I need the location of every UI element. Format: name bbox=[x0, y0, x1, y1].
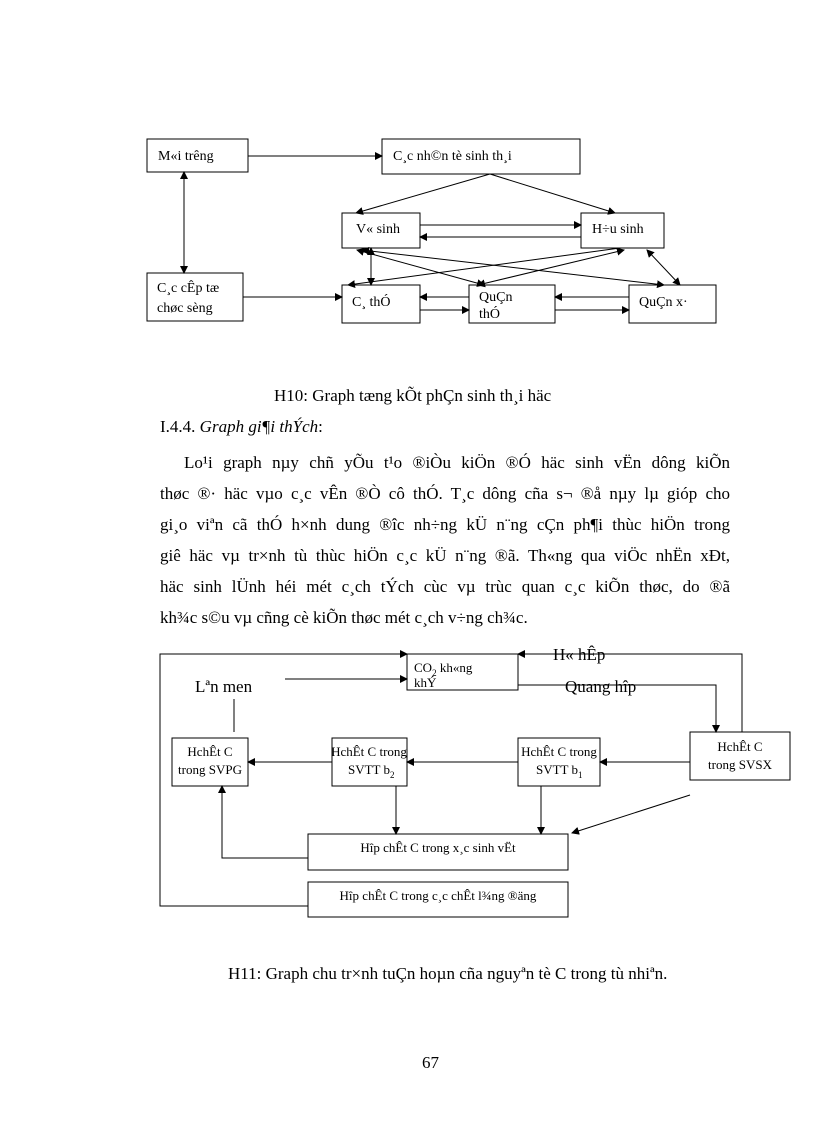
label-ca-the: C¸ thÓ bbox=[352, 293, 391, 310]
label-len-men: Lªn men bbox=[195, 677, 253, 696]
label-cap-to-chuc: C¸c cÊp tæ bbox=[157, 279, 219, 296]
label-ho-hap: H« hÊp bbox=[553, 645, 605, 664]
label-b2-2: SVTT b2 bbox=[348, 762, 395, 780]
figure10-labels: M«i trêng C¸c nh©n tè sinh th¸i V« sinh … bbox=[157, 149, 688, 322]
section-title: Graph gi¶i thÝch bbox=[199, 417, 319, 436]
label-quan-the: QuÇn bbox=[479, 290, 512, 305]
label-b2: HchÊt C trong bbox=[331, 744, 407, 759]
label-co2-2: khÝ bbox=[414, 675, 437, 690]
section-heading: I.4.4. Graph gi¶i thÝch: bbox=[160, 417, 323, 437]
label-quan-xa: QuÇn x· bbox=[639, 295, 688, 310]
label-b1-2: SVTT b1 bbox=[536, 762, 583, 780]
body-paragraph: Lo¹i graph nµy chñ yÕu t¹o ®iÒu kiÖn ®Ó … bbox=[160, 447, 730, 633]
section-colon: : bbox=[318, 417, 323, 436]
label-moi-truong: M«i trêng bbox=[158, 149, 214, 164]
paragraph-line: giê häc vµ tr×nh tù thùc hiÖn c¸c kÜ n¨n… bbox=[160, 546, 730, 565]
label-svsx-2: trong SVSX bbox=[708, 757, 773, 772]
box-co2 bbox=[406, 653, 519, 691]
box-svsx bbox=[689, 731, 791, 781]
label-quan-the-2: thÓ bbox=[479, 305, 500, 322]
label-svpg-2: trong SVPG bbox=[178, 762, 242, 777]
paragraph-line: Lo¹i graph nµy chñ yÕu t¹o ®iÒu kiÖn ®Ó … bbox=[184, 453, 730, 472]
figure10-arrows bbox=[180, 152, 681, 314]
label-huu-sinh: H÷u sinh bbox=[592, 222, 644, 237]
label-b1: HchÊt C trong bbox=[521, 744, 597, 759]
figure11-caption: H11: Graph chu tr×nh tuÇn hoµn cña nguyª… bbox=[228, 964, 668, 983]
label-cap-to-chuc-2: chøc sèng bbox=[157, 301, 213, 316]
figure11-diagram bbox=[159, 650, 791, 918]
paragraph-line: thøc ®· häc vµo c¸c vÊn ®Ò cô thÓ. T¸c d… bbox=[160, 484, 730, 503]
label-xac-sinh-vat: Hîp chÊt C trong x¸c sinh vËt bbox=[360, 840, 516, 855]
section-number: I.4.4. bbox=[160, 417, 196, 436]
label-vo-sinh: V« sinh bbox=[356, 222, 400, 237]
page-number: 67 bbox=[422, 1053, 439, 1072]
figure10-diagram bbox=[146, 138, 717, 324]
box-xac-sinh-vat bbox=[307, 833, 569, 871]
label-quang-hop: Quang hîp bbox=[565, 677, 636, 696]
box-lang-dong bbox=[307, 881, 569, 918]
figure11-labels: CO2 kh«ng khÝ HchÊt C trong SVPG HchÊt C… bbox=[178, 645, 773, 903]
label-co2: CO2 kh«ng bbox=[414, 660, 473, 678]
paragraph-line: häc sinh lÜnh héi mét c¸ch tÝch cùc vµ t… bbox=[160, 577, 730, 596]
label-svsx: HchÊt C bbox=[717, 739, 762, 754]
paragraph-line: gi¸o viªn cã thÓ h×nh dung ®îc nh÷ng kÜ … bbox=[160, 515, 730, 534]
label-svpg: HchÊt C bbox=[187, 744, 232, 759]
label-lang-dong: Hîp chÊt C trong c¸c chÊt l¾ng ®äng bbox=[340, 888, 537, 903]
paragraph-line: kh¾c s©u vµ cñng cè kiÕn thøc mét c¸ch v… bbox=[160, 608, 528, 627]
figure10-caption: H10: Graph tæng kÕt phÇn sinh th¸i häc bbox=[274, 386, 552, 405]
label-nhan-to: C¸c nh©n tè sinh th¸i bbox=[393, 149, 512, 164]
